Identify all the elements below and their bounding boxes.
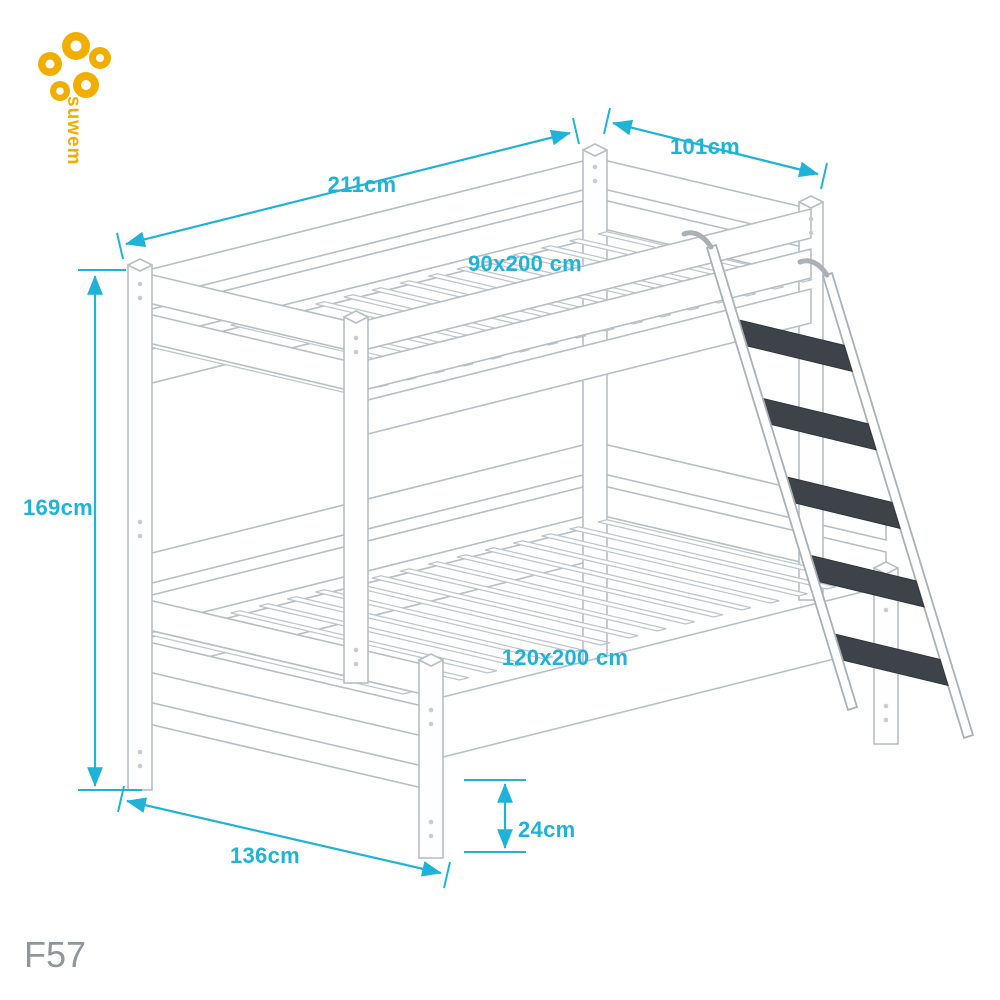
logo-icon xyxy=(38,32,111,101)
dimension-label-bottom-mattress: 120x200 cm xyxy=(501,645,629,670)
dimension-label-top-length: 211cm xyxy=(327,172,397,197)
bottom-bunk-slats xyxy=(145,519,865,695)
logo-text: suwem xyxy=(63,96,84,166)
model-code: F57 xyxy=(24,934,87,975)
dimension-label-clearance: 24cm xyxy=(518,817,576,842)
dimension-label-top-width: 101cm xyxy=(669,134,740,159)
ladder-hook-icon xyxy=(681,230,714,250)
ladder-hook-icon xyxy=(797,258,830,278)
bed-drawing xyxy=(127,143,975,859)
ladder xyxy=(681,230,975,740)
dimension-lines xyxy=(78,107,828,889)
dimension-label-bottom-width: 136cm xyxy=(229,843,300,868)
dimension-label-total-height: 169cm xyxy=(22,495,93,520)
dimension-label-top-mattress: 90x200 cm xyxy=(467,251,583,276)
